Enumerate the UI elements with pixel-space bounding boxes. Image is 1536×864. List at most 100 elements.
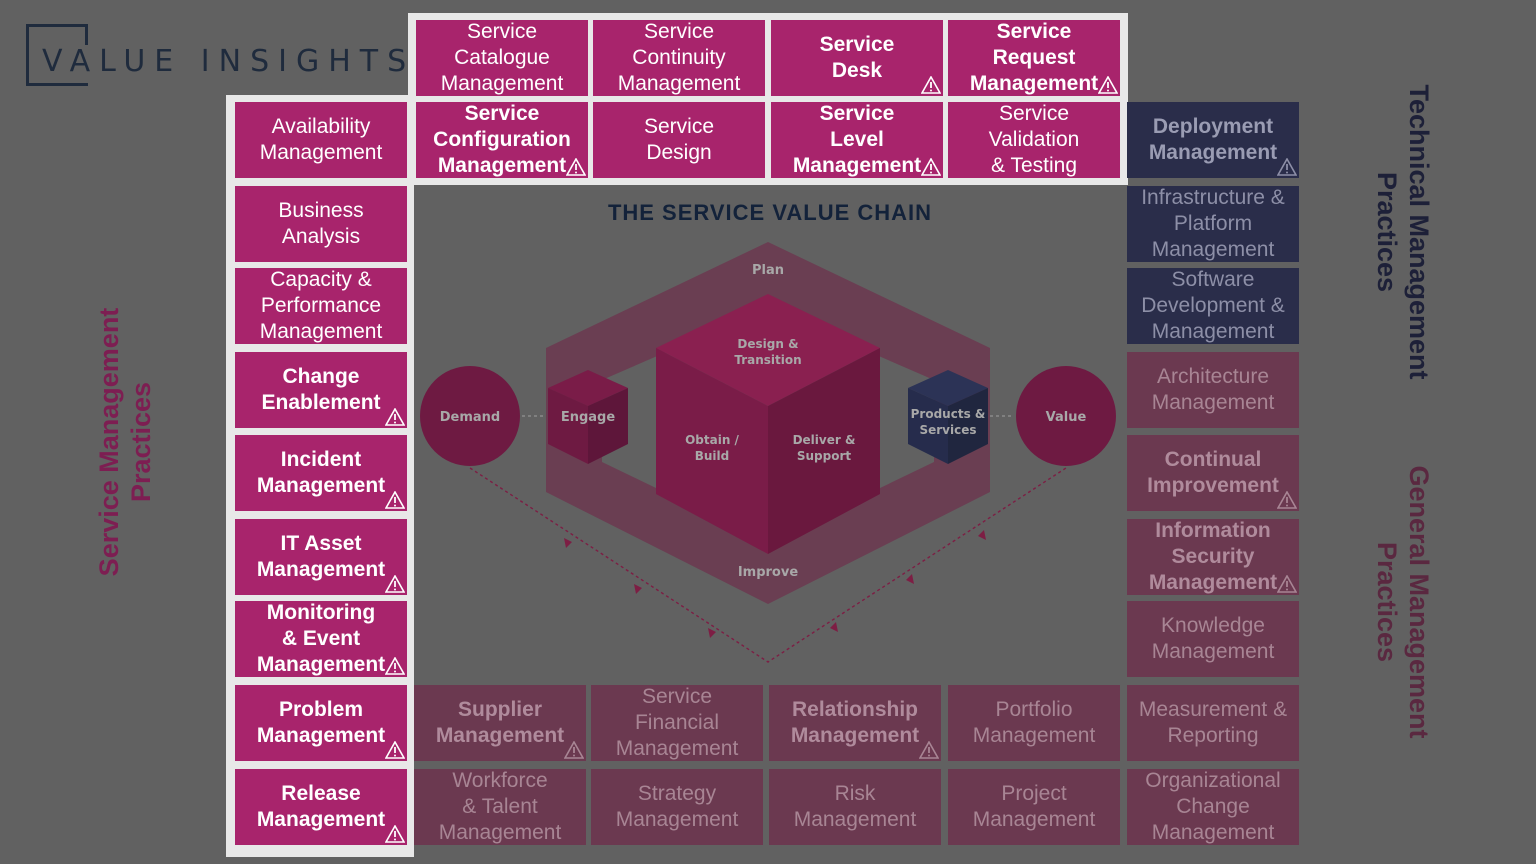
tile-service-catalogue-management: Service Catalogue Management	[416, 20, 588, 96]
tile-label: Business Analysis	[278, 199, 364, 248]
tile-risk-management: Risk Management	[769, 769, 941, 845]
tile-label: Risk Management	[793, 782, 917, 831]
tile-label: Service Continuity Management	[617, 20, 741, 95]
tile-service-configuration-management: Service Configuration Management	[416, 102, 588, 178]
warning-icon	[385, 657, 405, 675]
engage-cube-left	[548, 388, 588, 464]
tile-measurement-reporting: Measurement & Reporting	[1127, 685, 1299, 761]
tile-infrastructure-platform-management: Infrastructure & Platform Management	[1127, 186, 1299, 262]
tile-label: Service Level Management	[792, 102, 922, 177]
obtain-build-label: Obtain /Build	[685, 433, 739, 463]
tile-software-development-management: Software Development & Management	[1127, 268, 1299, 344]
tile-availability-management: Availability Management	[235, 102, 407, 178]
tile-knowledge-management: Knowledge Management	[1127, 601, 1299, 677]
tile-label: Capacity & Performance Management	[259, 268, 383, 343]
value-label: Value	[1046, 410, 1087, 425]
tile-change-enablement: Change Enablement	[235, 352, 407, 428]
tile-incident-management: Incident Management	[235, 435, 407, 511]
tile-label: Project Management	[972, 782, 1096, 831]
tile-supplier-management: Supplier Management	[414, 685, 586, 761]
tile-label: Service Financial Management	[615, 685, 739, 760]
tile-label: Supplier Management	[435, 698, 565, 747]
tile-label: Availability Management	[259, 115, 383, 164]
tile-service-request-management: Service Request Management	[948, 20, 1120, 96]
warning-icon	[1277, 491, 1297, 509]
warning-icon	[385, 491, 405, 509]
tile-continual-improvement: Continual Improvement	[1127, 435, 1299, 511]
warning-icon	[1277, 158, 1297, 176]
tile-label: Service Catalogue Management	[440, 20, 564, 95]
tile-label: Incident Management	[256, 448, 386, 497]
tile-it-asset-management: IT Asset Management	[235, 519, 407, 595]
tile-service-level-management: Service Level Management	[771, 102, 943, 178]
tile-label: Software Development & Management	[1141, 268, 1285, 343]
logo-frame-icon	[26, 24, 88, 86]
value-circle	[1016, 366, 1116, 466]
service-management-label: Service Management Practices	[94, 307, 156, 577]
tile-project-management: Project Management	[948, 769, 1120, 845]
tile-label: Architecture Management	[1151, 365, 1275, 414]
tile-monitoring-event-management: Monitoring & Event Management	[235, 601, 407, 677]
tile-label: Deployment Management	[1148, 115, 1278, 164]
warning-icon	[1277, 575, 1297, 593]
demand-label: Demand	[440, 410, 501, 425]
value-insights-logo: VALUE INSIGHTS	[26, 24, 406, 90]
tile-label: Service Configuration Management	[433, 102, 571, 177]
tile-label: Knowledge Management	[1151, 614, 1275, 663]
cube-right	[768, 348, 880, 554]
tile-relationship-management: Relationship Management	[769, 685, 941, 761]
tile-deployment-management: Deployment Management	[1127, 102, 1299, 178]
warning-icon	[385, 741, 405, 759]
warning-icon	[566, 158, 586, 176]
engage-label: Engage	[561, 410, 616, 425]
tile-organizational-change-management: Organizational Change Management	[1127, 769, 1299, 845]
value-chain-diagram: Plan Improve Demand Engage Value Design …	[420, 242, 1116, 663]
cube-left	[656, 348, 768, 554]
tile-service-validation-testing: Service Validation & Testing	[948, 102, 1120, 178]
design-transition-label: Design &Transition	[734, 337, 801, 367]
tile-label: Information Security Management	[1148, 519, 1278, 594]
tile-capacity-performance-management: Capacity & Performance Management	[235, 268, 407, 344]
tile-label: Continual Improvement	[1147, 448, 1279, 497]
technical-management-label: Technical Management Practices	[1372, 84, 1434, 380]
general-management-label: General Management Practices	[1372, 465, 1434, 739]
deliver-support-label: Deliver &Support	[793, 433, 856, 463]
tile-label: Service Design	[643, 115, 715, 164]
plan-label: Plan	[752, 263, 784, 278]
warning-icon	[385, 575, 405, 593]
tile-architecture-management: Architecture Management	[1127, 352, 1299, 428]
path-arrows	[564, 530, 986, 638]
tile-portfolio-management: Portfolio Management	[948, 685, 1120, 761]
tile-label: Organizational Change Management	[1145, 769, 1281, 844]
tile-label: Problem Management	[256, 698, 386, 747]
products-services-label: Products &Services	[911, 407, 986, 437]
tile-service-financial-management: Service Financial Management	[591, 685, 763, 761]
tile-label: IT Asset Management	[256, 532, 386, 581]
tile-business-analysis: Business Analysis	[235, 186, 407, 262]
tile-label: Release Management	[256, 782, 386, 831]
tile-label: Change Enablement	[261, 365, 381, 414]
improve-path	[469, 467, 1067, 663]
improve-label: Improve	[738, 565, 799, 580]
tile-label: Service Request Management	[969, 20, 1099, 95]
tile-label: Monitoring & Event Management	[256, 601, 386, 676]
warning-icon	[385, 825, 405, 843]
tile-service-desk: Service Desk	[771, 20, 943, 96]
warning-icon	[564, 741, 584, 759]
tile-label: Service Desk	[819, 33, 895, 82]
tile-release-management: Release Management	[235, 769, 407, 845]
tile-label: Relationship Management	[790, 698, 920, 747]
tile-information-security-management: Information Security Management	[1127, 519, 1299, 595]
tile-workforce-talent-management: Workforce & Talent Management	[414, 769, 586, 845]
products-cube-left	[908, 388, 948, 464]
warning-icon	[1098, 76, 1118, 94]
warning-icon	[385, 408, 405, 426]
tile-label: Strategy Management	[615, 782, 739, 831]
products-cube-right	[948, 388, 988, 464]
tile-label: Workforce & Talent Management	[438, 769, 562, 844]
value-chain-title: THE SERVICE VALUE CHAIN	[607, 200, 933, 225]
tile-label: Infrastructure & Platform Management	[1141, 186, 1285, 261]
warning-icon	[921, 158, 941, 176]
cube-top	[656, 294, 880, 406]
tile-service-design: Service Design	[593, 102, 765, 178]
